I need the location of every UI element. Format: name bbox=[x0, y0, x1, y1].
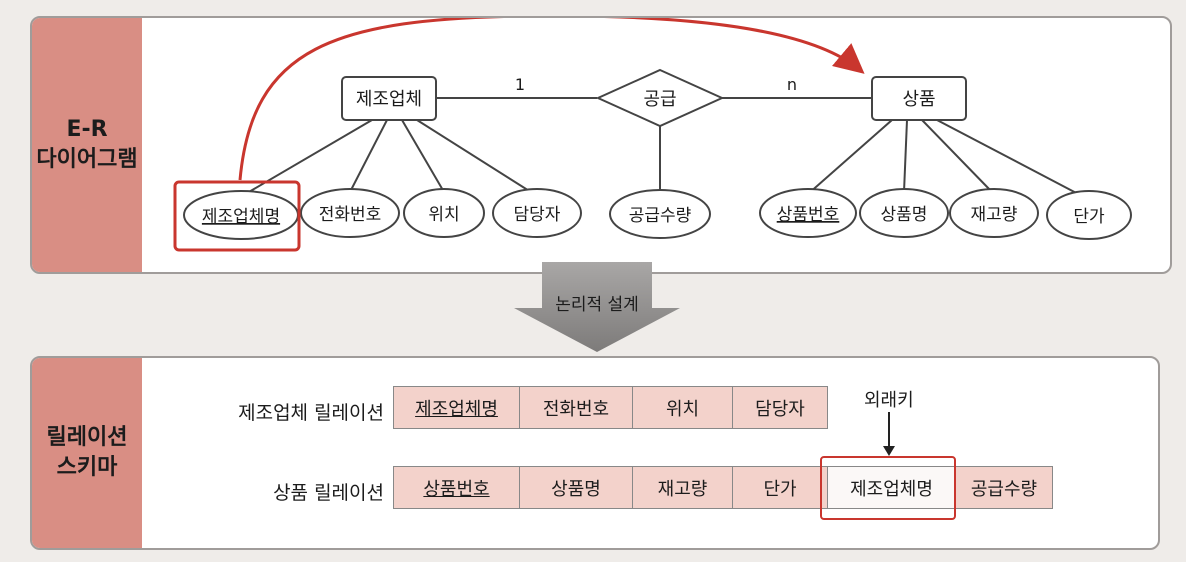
table-cell: 전화번호 bbox=[519, 386, 633, 429]
foreign-key-label: 외래키 bbox=[864, 390, 914, 411]
entity-manufacturer bbox=[341, 76, 437, 121]
prod-attr-line bbox=[903, 119, 908, 193]
entity-product bbox=[871, 76, 967, 121]
attr-ellipse bbox=[759, 188, 857, 238]
er-side-label: E-R 다이어그램 bbox=[32, 18, 142, 272]
mfr-attr-line bbox=[241, 119, 373, 197]
prod-attr-line bbox=[936, 119, 1083, 197]
cardinality-right: n bbox=[787, 75, 797, 94]
attr-phone: 전화번호 bbox=[319, 205, 382, 225]
entity-product-label: 상품 bbox=[902, 89, 935, 110]
attr-location: 위치 bbox=[428, 205, 459, 225]
er-diagram: 제조업체 상품 공급 1 n 제조업체명 전화번호 위치 담당자 공급수량 상품… bbox=[173, 18, 1132, 252]
er-side-label-line2: 다이어그램 bbox=[36, 147, 138, 172]
prod-attr-line bbox=[921, 119, 993, 193]
attr-ellipse bbox=[1046, 190, 1132, 240]
fk-highlight-box bbox=[173, 180, 301, 252]
attr-ellipse bbox=[300, 188, 400, 238]
table-cell: 상품명 bbox=[519, 466, 633, 509]
attr-stock: 재고량 bbox=[971, 205, 1018, 225]
schema-panel: 릴레이션 스키마 제조업체 릴레이션 제조업체명 전화번호 위치 담당자 외래키… bbox=[30, 356, 1160, 550]
attr-mfr-name-key: 제조업체명 bbox=[202, 207, 280, 227]
attr-supply-qty: 공급수량 bbox=[629, 206, 692, 226]
mfr-attr-line bbox=[349, 119, 388, 193]
schema-side-label: 릴레이션 스키마 bbox=[32, 358, 142, 548]
attr-price: 단가 bbox=[1073, 207, 1105, 227]
entity-manufacturer-label: 제조업체 bbox=[356, 89, 422, 110]
cardinality-left: 1 bbox=[515, 75, 525, 94]
table-cell: 위치 bbox=[631, 386, 734, 429]
table-cell: 공급수량 bbox=[955, 466, 1053, 509]
mfr-attr-line bbox=[416, 119, 535, 195]
logical-design-arrow bbox=[514, 262, 680, 352]
schema-side-label-line1: 릴레이션 bbox=[46, 425, 128, 450]
attr-product-no-key: 상품번호 bbox=[777, 205, 840, 225]
attr-ellipse bbox=[859, 188, 949, 238]
schema-side-label-line2: 스키마 bbox=[56, 455, 118, 480]
foreign-key-highlight bbox=[820, 456, 956, 520]
table-cell: 상품번호 bbox=[392, 466, 521, 509]
product-relation-row: 상품번호 상품명 재고량 단가 제조업체명 공급수량 bbox=[392, 466, 1053, 509]
manufacturer-relation-row: 제조업체명 전화번호 위치 담당자 bbox=[392, 386, 828, 429]
er-side-label-line1: E-R bbox=[66, 117, 108, 142]
relationship-label: 공급 bbox=[643, 89, 676, 110]
attr-ellipse bbox=[403, 188, 485, 238]
attr-ellipse bbox=[492, 188, 582, 238]
prod-attr-line bbox=[807, 119, 893, 195]
attr-contact: 담당자 bbox=[514, 205, 561, 225]
table-cell: 단가 bbox=[732, 466, 828, 509]
foreign-key-arrow bbox=[883, 412, 895, 456]
table-cell: 담당자 bbox=[732, 386, 828, 429]
relationship-diamond bbox=[595, 68, 725, 128]
logical-design-label: 논리적 설계 bbox=[555, 295, 639, 315]
product-relation-label: 상품 릴레이션 bbox=[273, 482, 384, 504]
table-cell: 제조업체명 bbox=[392, 386, 521, 429]
mfr-attr-line bbox=[401, 119, 445, 193]
attr-ellipse bbox=[949, 188, 1039, 238]
manufacturer-relation-label: 제조업체 릴레이션 bbox=[238, 402, 384, 424]
attr-ellipse bbox=[609, 189, 711, 239]
table-cell-foreign-key: 제조업체명 bbox=[826, 466, 957, 509]
fk-curve-arrow bbox=[238, 18, 865, 181]
er-diagram-panel: E-R 다이어그램 제조업체 상품 공급 1 bbox=[30, 16, 1172, 274]
attr-product-name: 상품명 bbox=[881, 205, 928, 225]
table-cell: 재고량 bbox=[631, 466, 734, 509]
